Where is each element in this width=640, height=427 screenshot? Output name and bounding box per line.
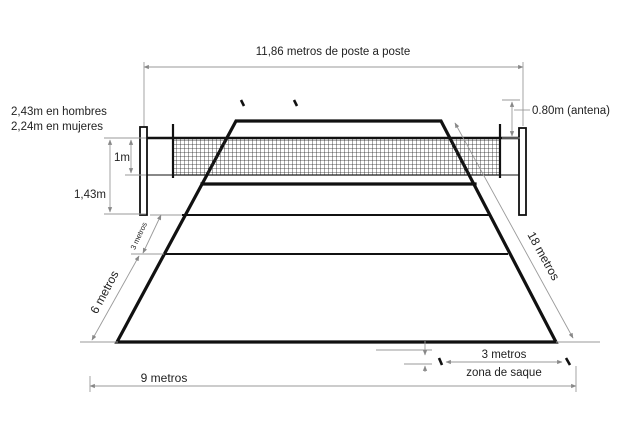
left-post [139,126,148,216]
dimensions [80,62,600,392]
men-height-label: 2,43m en hombres [11,106,107,118]
service-length-label: 3 metros [482,349,527,361]
net-height-label: 1m [114,152,130,164]
post-to-post-label: 11,86 metros de poste a poste [256,46,411,58]
far-service-mark-right [292,99,299,107]
half-length-label: 6 metros [87,268,121,316]
court-width-label: 9 metros [141,371,188,385]
net-mesh [172,137,501,176]
service-marks [239,99,572,366]
far-service-mark-left [239,99,246,107]
women-height-label: 2,24m en mujeres [11,121,103,133]
post-low-label: 1,43m [74,189,106,201]
antenna-label: 0.80m (antena) [532,105,610,117]
attack-zone-dimension [142,214,162,254]
court-length-dimension [454,122,574,339]
net [139,124,527,216]
court-length-label: 18 metros [524,229,562,282]
near-service-mark-left [437,357,444,366]
half-length-dimension [91,255,140,341]
service-zone-label: zona de saque [466,367,541,379]
right-post [518,127,527,216]
near-service-mark-right [564,357,572,366]
